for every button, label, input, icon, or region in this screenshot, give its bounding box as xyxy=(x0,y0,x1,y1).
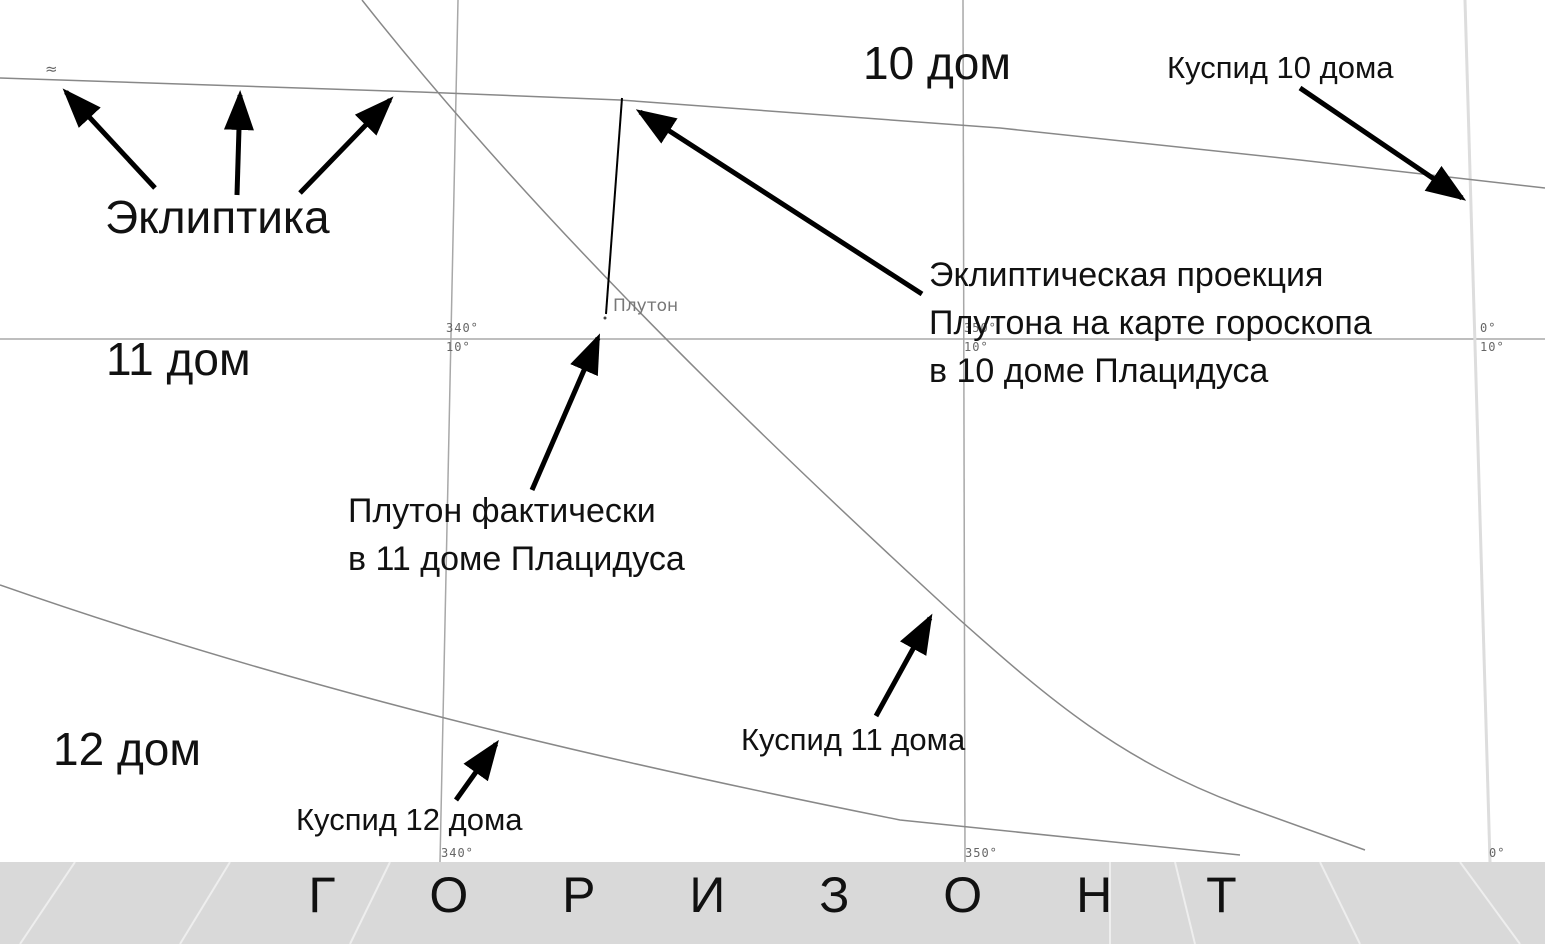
pluto-projection-line xyxy=(605,97,623,315)
house-11-label: 11 дом xyxy=(106,333,251,385)
pluto-actual-label-2: в 11 доме Плацидуса xyxy=(348,540,685,578)
grid-label-350-top: 350° xyxy=(964,321,997,335)
projection-label-1: Эклиптическая проекция xyxy=(929,256,1324,294)
ecliptic-label: Эклиптика xyxy=(105,191,330,243)
grid-label-lat-10-b: 10° xyxy=(964,340,989,354)
arrow-cusp-10 xyxy=(1298,85,1467,201)
grid-label-0-bottom: 0° xyxy=(1489,846,1506,860)
grid-label-lat-10-a: 10° xyxy=(446,340,471,354)
ecliptic-line xyxy=(0,77,1545,189)
horizon-label: Г О Р И З О Н Т xyxy=(308,867,1277,923)
horizon-perspective-lines xyxy=(19,861,1521,945)
pluto-marker xyxy=(603,316,607,320)
house-12-label: 12 дом xyxy=(53,723,201,775)
grid-line-340 xyxy=(439,0,459,863)
grid-line-350 xyxy=(962,0,966,863)
grid-label-340-top: 340° xyxy=(446,321,479,335)
horizon-band xyxy=(0,861,1545,945)
cusp-10-label: Куспид 10 дома xyxy=(1167,50,1394,85)
arrow-ecliptic-2 xyxy=(223,90,254,196)
arrow-cusp-12 xyxy=(453,739,499,802)
pluto-label: Плутон xyxy=(613,296,679,316)
arrow-ecliptic-1 xyxy=(62,88,157,190)
aquarius-icon: ≈ xyxy=(45,60,58,78)
arrow-projection xyxy=(635,109,924,297)
cusp-12-label: Куспид 12 дома xyxy=(296,802,523,837)
cusp-11-line xyxy=(361,0,1366,851)
projection-label-2: Плутона на карте гороскопа xyxy=(929,304,1372,342)
house-10-label: 10 дом xyxy=(863,37,1011,89)
projection-label-3: в 10 доме Плацидуса xyxy=(929,352,1269,390)
arrow-cusp-11 xyxy=(873,613,933,718)
grid-label-350-bottom: 350° xyxy=(965,846,998,860)
arrows xyxy=(62,85,1467,802)
grid-label-340-bottom: 340° xyxy=(441,846,474,860)
cusp-12-line xyxy=(0,584,1241,856)
pluto-actual-label-1: Плутон фактически xyxy=(348,492,656,530)
cusp-11-label: Куспид 11 дома xyxy=(741,722,966,757)
grid-line-0-faint xyxy=(1463,0,1492,863)
arrow-ecliptic-3 xyxy=(298,96,394,195)
arrow-pluto-actual xyxy=(529,333,601,491)
grid-label-lat-10-c: 10° xyxy=(1480,340,1505,354)
grid-label-0-top: 0° xyxy=(1480,321,1497,335)
